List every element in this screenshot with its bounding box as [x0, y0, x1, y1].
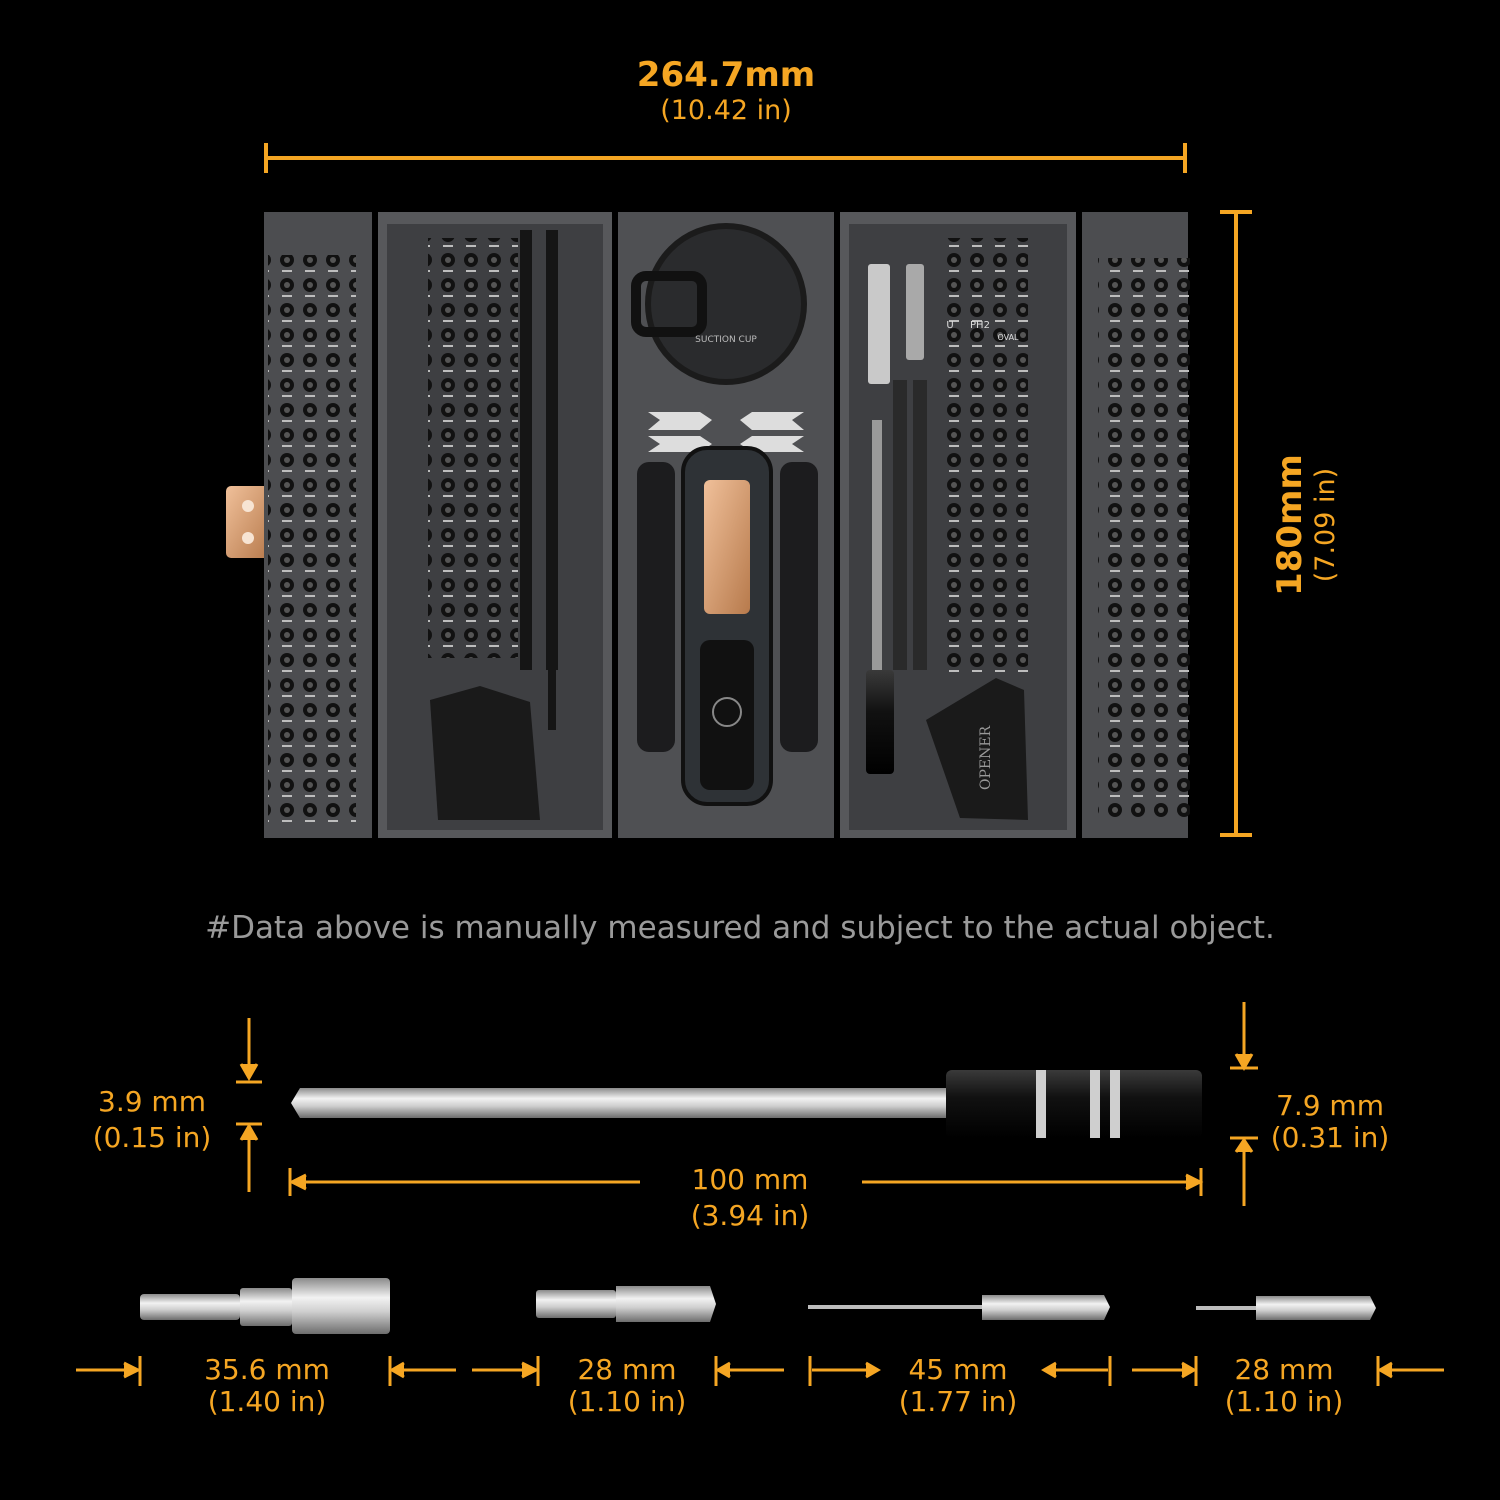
tip-diameter-mm: 3.9 mm: [98, 1085, 206, 1118]
case-width-label: 264.7mm (10.42 in): [626, 55, 826, 127]
bit-4-length-label: 28 mm (1.10 in): [1194, 1353, 1374, 1419]
bit-3-length-label: 45 mm (1.77 in): [868, 1353, 1048, 1419]
screwdriver-copper-grip: [704, 480, 750, 614]
bit-3-length-in: (1.77 in): [898, 1385, 1018, 1419]
case-height-label: 180mm (7.09 in): [1269, 425, 1342, 625]
measurement-disclaimer: #Data above is manually measured and sub…: [205, 910, 1275, 946]
u-label: U: [946, 320, 953, 331]
bit-4-length-mm: 28 mm: [1234, 1353, 1334, 1386]
ph2-label: PH2: [970, 320, 990, 331]
spudger-tool: [430, 686, 540, 820]
opener-label: OPENER: [978, 725, 994, 790]
suction-cup-label: SUCTION CUP: [695, 335, 757, 345]
extension-bar-in-case: [866, 670, 894, 774]
precision-bit-1: [808, 1295, 1110, 1320]
case-latch: [226, 486, 270, 558]
extension-length-in: (3.94 in): [690, 1199, 810, 1233]
bit-2-length-mm: 28 mm: [577, 1353, 677, 1386]
tip-diameter-in: (0.15 in): [92, 1121, 212, 1155]
case-height-dimension-line: [1220, 210, 1252, 837]
bit-1-length-mm: 35.6 mm: [204, 1353, 330, 1386]
bit-2-length-label: 28 mm (1.10 in): [537, 1353, 717, 1419]
bit-adapter-1: [140, 1278, 390, 1334]
bit-2-length-in: (1.10 in): [567, 1385, 687, 1419]
case-height-mm: 180mm: [1269, 454, 1310, 596]
toolkit-case: SUCTION CUP OPENER PH2 U OVAL: [226, 212, 1190, 838]
case-width-dimension-line: [264, 143, 1187, 173]
bit-dimension-lines: [76, 1356, 1444, 1386]
bit-adapter-2: [536, 1286, 716, 1322]
extension-bar-illustration: [291, 1070, 1202, 1138]
precision-bit-2: [1196, 1296, 1376, 1320]
handle-diameter-in: (0.31 in): [1270, 1121, 1390, 1155]
extension-bar-dimension-lines: [236, 1002, 1258, 1206]
case-width-mm: 264.7mm: [636, 55, 816, 95]
bit-1-length-label: 35.6 mm (1.40 in): [172, 1353, 362, 1419]
oval-label: OVAL: [997, 333, 1019, 342]
bit-1-length-in: (1.40 in): [207, 1385, 327, 1419]
opener-pick: [926, 678, 1028, 820]
handle-diameter-label: 7.9 mm (0.31 in): [1250, 1089, 1410, 1155]
case-width-in: (10.42 in): [660, 95, 792, 127]
tip-diameter-label: 3.9 mm (0.15 in): [72, 1085, 232, 1155]
handle-diameter-mm: 7.9 mm: [1276, 1089, 1384, 1122]
suction-cup: [645, 223, 807, 385]
case-height-in: (7.09 in): [1310, 467, 1342, 583]
bit-3-length-mm: 45 mm: [908, 1353, 1008, 1386]
bit-4-length-in: (1.10 in): [1224, 1385, 1344, 1419]
extension-length-mm: 100 mm: [691, 1163, 809, 1196]
extension-length-label: 100 mm (3.94 in): [660, 1163, 840, 1233]
